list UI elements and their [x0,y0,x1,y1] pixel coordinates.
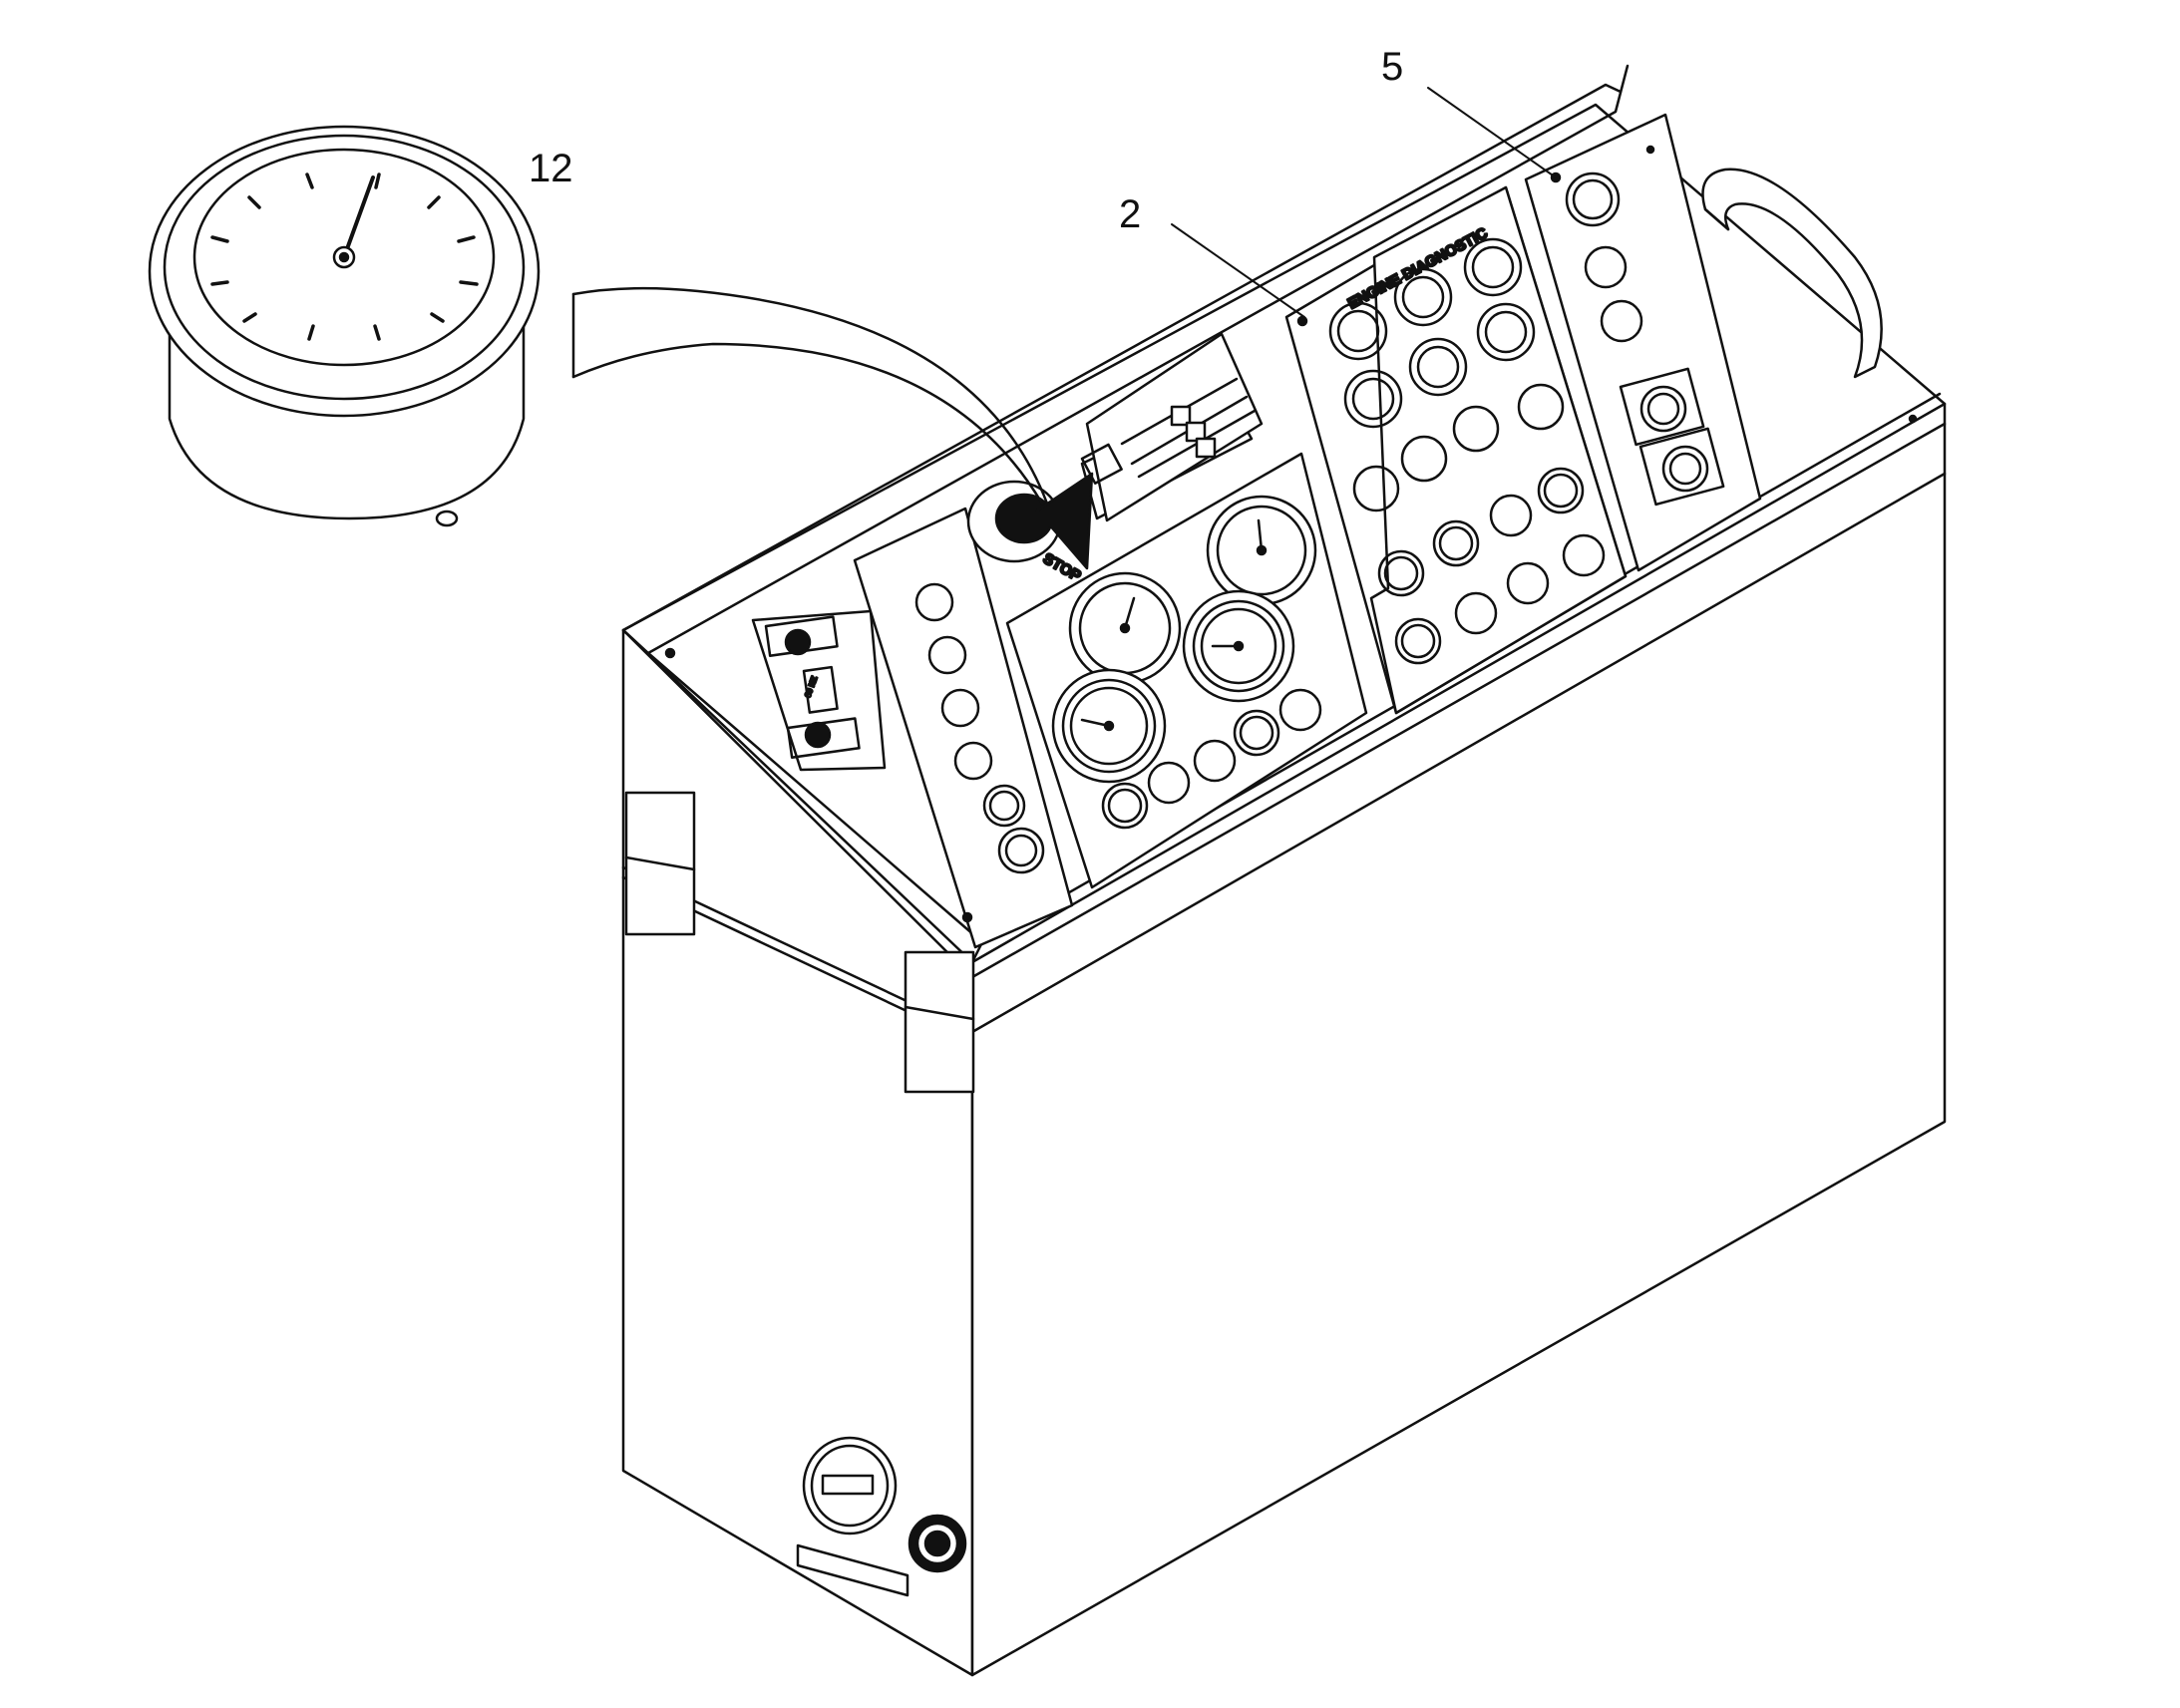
indicator-light [927,635,967,675]
leader-line-5 [1427,87,1557,178]
console-back-rim [621,83,1623,632]
latch-right [904,950,975,1094]
gauge-bottom-right [1182,589,1295,703]
detail-gauge [148,125,541,527]
indicator-light [1193,739,1237,783]
indicator-light [1101,782,1149,830]
dial-ticks [210,172,479,341]
diagnostic-ring-gauges [1328,237,1536,429]
pushbutton-pair [1619,367,1725,507]
panel-screw [1296,315,1308,327]
indicator-light [997,827,1045,874]
indicator-light [982,784,1026,828]
connector-plug [908,1514,967,1573]
callout-12: 12 [529,147,573,190]
latch-left [624,791,696,936]
left-indicator-panel [853,507,1074,949]
detail-pointer [571,286,1094,570]
indicator-light [914,582,954,622]
carry-handle [1701,168,1883,379]
switch-knob-upper [784,628,812,656]
right-control-panel [1524,113,1762,572]
indicator-light [940,688,980,728]
callout-2: 2 [1119,192,1141,236]
callout-5: 5 [1381,45,1403,89]
indicator-light [1584,245,1628,289]
indicator-light [1147,761,1191,805]
hour-meter [796,1436,909,1597]
indicator-light [1233,709,1280,757]
gauge-top-left [1068,571,1182,685]
gauge-top-right [1206,495,1317,606]
pointer-arrowhead [1035,472,1094,570]
switch-knob-lower [804,721,832,749]
dial-needle [342,175,375,259]
slider-panel [1080,332,1264,522]
indicator-light [1565,171,1621,227]
indicator-light [1278,688,1322,732]
switch-plate: 60 HZ [751,609,887,772]
console-left-slope [621,628,984,964]
indicator-light [1600,299,1643,343]
indicator-light [953,741,993,781]
gauge-bottom-left [1051,668,1167,784]
console-cabinet [621,64,1947,1677]
diagnostic-lights [1352,383,1606,665]
cabinet-front-face [970,422,1947,1677]
center-gauge-panel [1005,452,1368,889]
leader-line-2 [1171,223,1305,318]
